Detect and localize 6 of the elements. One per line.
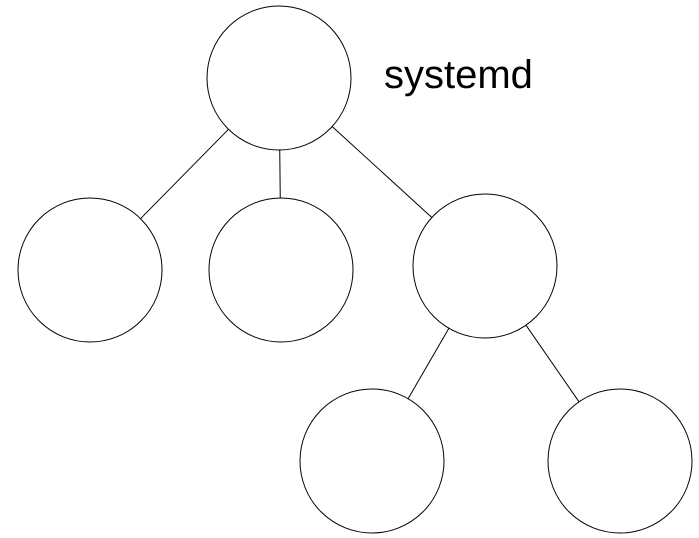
connector-line [279,150,281,198]
connector-line [140,128,229,220]
connector-line [408,328,450,400]
connector-line [332,126,432,218]
connector-line [525,324,580,402]
process-name: systemd [384,53,533,98]
